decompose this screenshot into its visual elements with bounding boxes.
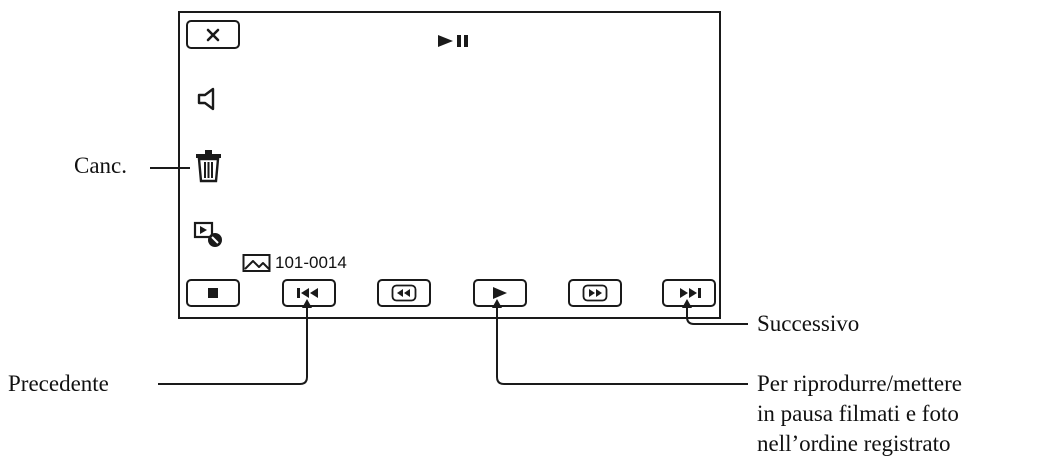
previous-icon: [297, 288, 318, 298]
callout-play-pause: Per riprodurre/mettere in pausa filmati …: [757, 369, 962, 459]
next-button[interactable]: [662, 279, 716, 307]
callout-play-pause-line-2: in pausa filmati e foto: [757, 401, 959, 426]
callout-previous: Precedente: [8, 371, 109, 396]
fast-forward-button[interactable]: [568, 279, 622, 307]
rewind-icon: [391, 284, 417, 302]
next-icon: [680, 288, 701, 298]
slideshow-settings-button[interactable]: [192, 219, 226, 249]
stop-button[interactable]: [186, 279, 240, 307]
previous-button[interactable]: [282, 279, 336, 307]
photo-icon: [242, 254, 271, 272]
callout-play-pause-line-1: Per riprodurre/mettere: [757, 371, 962, 396]
callout-next: Successivo: [757, 311, 860, 336]
volume-button[interactable]: [194, 85, 220, 113]
fast-forward-icon: [582, 284, 608, 302]
slideshow-settings-icon: [193, 221, 222, 247]
rewind-button[interactable]: [377, 279, 431, 307]
trash-icon: [196, 150, 221, 183]
speaker-icon: [197, 87, 215, 111]
file-number-text: 101-0014: [275, 253, 347, 272]
play-pause-icon: [438, 35, 468, 47]
close-button[interactable]: [186, 20, 240, 49]
playback-screen: 101-0014: [178, 11, 721, 319]
delete-button[interactable]: [192, 148, 224, 184]
file-number: 101-0014: [242, 253, 347, 273]
play-icon: [493, 287, 507, 299]
close-icon: [206, 28, 220, 41]
callout-play-pause-line-3: nell’ordine registrato: [757, 431, 951, 456]
play-pause-button[interactable]: [435, 31, 475, 51]
stop-icon: [208, 288, 218, 298]
callout-delete: Canc.: [74, 153, 128, 178]
play-button[interactable]: [473, 279, 527, 307]
